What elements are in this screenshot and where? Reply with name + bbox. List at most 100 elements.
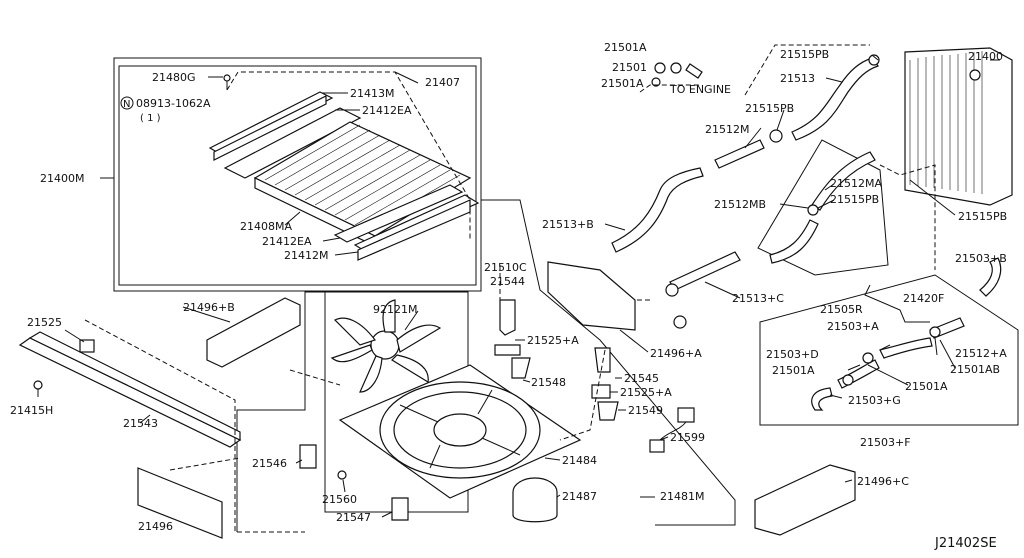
hose-clamp-mid (769, 129, 783, 143)
drain-bolt (223, 74, 231, 82)
label-21496: 21496 (138, 520, 173, 533)
fitting-d (651, 77, 661, 87)
connector (677, 407, 695, 423)
label-21496b: 21496+B (183, 301, 235, 314)
label-21413m: 21413M (350, 87, 394, 100)
hose-kit-frame (759, 274, 1019, 426)
bracket-21546 (299, 444, 317, 469)
label-21503a: 21503+A (827, 320, 879, 333)
hose-b (979, 257, 1002, 297)
label-92121m: 92121M (373, 303, 417, 316)
lower-support-top (28, 331, 241, 441)
air-guide-21496b (206, 297, 301, 368)
radiator-core-inner-frame (118, 65, 477, 286)
mount-bolt (33, 380, 43, 390)
label-21400: 21400 (968, 50, 1003, 63)
label-21525a-1: 21525+A (527, 334, 579, 347)
label-21501ab: 21501AB (950, 363, 1000, 376)
radiator (904, 47, 1013, 206)
fan-assembly (295, 265, 695, 523)
label-21546: 21546 (252, 457, 287, 470)
hose-a (879, 337, 933, 359)
air-guide-21496a (547, 261, 636, 331)
metal-pipe (714, 139, 765, 169)
bracket-21545 (594, 347, 611, 373)
radiator-core-parts (100, 71, 480, 261)
label-21560: 21560 (322, 493, 357, 506)
bracket-21548 (511, 357, 531, 379)
label-21415h: 21415H (10, 404, 53, 417)
shroud-hub (433, 413, 487, 447)
fitting-a (654, 62, 666, 74)
lower-gasket (333, 184, 464, 243)
connector-plug (649, 439, 665, 453)
hose-kit (811, 257, 1002, 411)
bracket-21525a-2 (591, 384, 611, 399)
label-21515pb-top: 21515PB (780, 48, 829, 61)
fitting-c (685, 63, 703, 79)
label-21501: 21501 (612, 61, 647, 74)
lower-support (18, 319, 305, 533)
lower-hose-b (611, 167, 704, 253)
radiator-cap (969, 69, 981, 81)
label-bolt-marker: N (123, 99, 130, 110)
label-21525: 21525 (27, 316, 62, 329)
bracket-21544 (499, 299, 516, 336)
upper-gasket (223, 107, 362, 179)
label-21481m: 21481M (660, 490, 704, 503)
diagram-reference: J21402SE (934, 536, 997, 551)
label-21512mb: 21512MB (714, 198, 766, 211)
radiator-and-hoses (604, 44, 1013, 329)
label-21501a-top: 21501A (604, 41, 647, 54)
hose-ma (811, 151, 876, 211)
label-21503g: 21503+G (848, 394, 901, 407)
hose-clamp-top (868, 54, 880, 66)
part-labels: 21501A 21501 21501A TO ENGINE 21515PB 21… (10, 41, 1007, 551)
label-21505r: 21505R (820, 303, 863, 316)
label-21548: 21548 (531, 376, 566, 389)
air-guides (137, 261, 856, 539)
label-21549: 21549 (628, 404, 663, 417)
label-21496a: 21496+A (650, 347, 702, 360)
label-21513c: 21513+C (732, 292, 784, 305)
hose-clamp-pb (807, 204, 819, 216)
label-21599: 21599 (670, 431, 705, 444)
label-21543: 21543 (123, 417, 158, 430)
label-21510c: 21510C (484, 261, 527, 274)
label-21501a-low2: 21501A (905, 380, 948, 393)
fan-shroud-frame (480, 199, 736, 526)
label-21412m: 21412M (284, 249, 328, 262)
label-bolt-qty: ( 1 ) (140, 113, 161, 124)
label-21503f: 21503+F (860, 436, 911, 449)
label-21545: 21545 (624, 372, 659, 385)
bracket-21547 (391, 497, 409, 521)
label-21412ea-low: 21412EA (262, 235, 312, 248)
bracket-21525a (494, 344, 521, 356)
fan-blades (330, 299, 442, 393)
lower-left-frame (236, 291, 325, 532)
label-to-engine: TO ENGINE (669, 83, 731, 96)
clip-21560 (337, 470, 347, 480)
label-21480g: 21480G (152, 71, 196, 84)
air-guide-21496 (137, 467, 223, 539)
label-21496c: 21496+C (857, 475, 909, 488)
label-21513b: 21513+B (542, 218, 594, 231)
label-21512ma: 21512MA (830, 177, 882, 190)
label-21515pb-b: 21515PB (830, 193, 879, 206)
label-bolt-spec: 08913-1062A (136, 97, 211, 110)
frames (113, 57, 1019, 532)
fan-motor-body (512, 492, 558, 523)
label-21547: 21547 (336, 511, 371, 524)
bracket-21549 (597, 401, 619, 421)
clamp-kit-2 (929, 326, 941, 338)
clamp-kit-1 (862, 352, 874, 364)
label-21544: 21544 (490, 275, 525, 288)
label-21408ma: 21408MA (240, 220, 292, 233)
bolt-marker-circle (120, 96, 134, 110)
upper-tank-front (213, 95, 327, 161)
upper-hose-frame (757, 139, 889, 276)
upper-hose (791, 57, 879, 141)
label-21525a-2: 21525+A (620, 386, 672, 399)
label-21503d: 21503+D (766, 348, 819, 361)
clamp-kit-3 (842, 374, 854, 386)
